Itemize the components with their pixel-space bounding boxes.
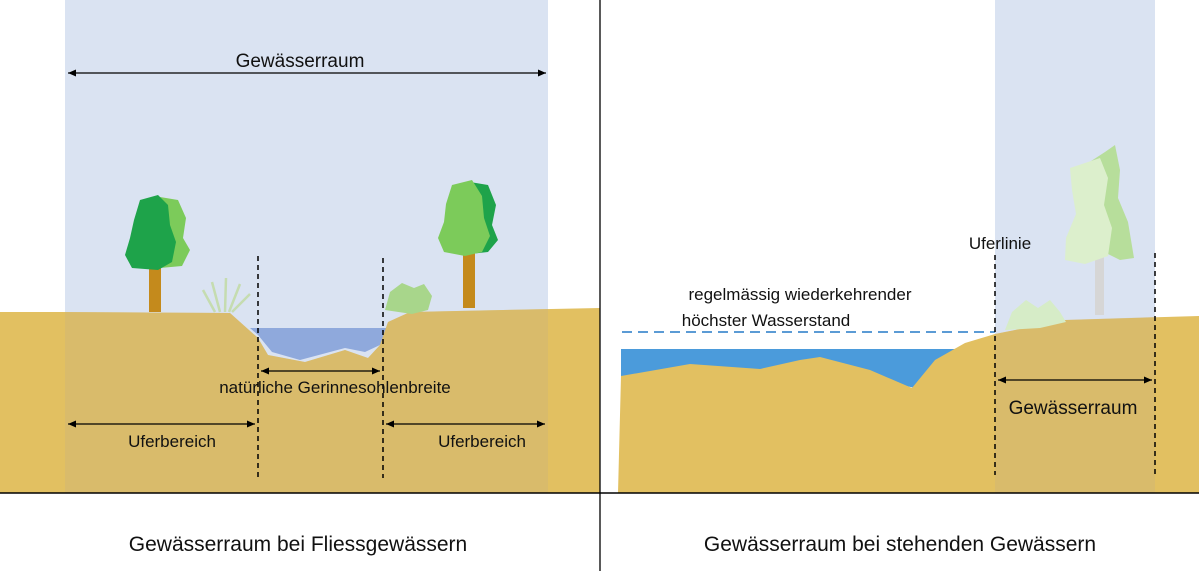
bank-right-label: Uferbereich [438, 432, 526, 451]
left-panel: Gewässerraum natürliche Gerinnesohlenbre… [0, 0, 600, 556]
bush [385, 283, 432, 314]
right-zone-ground-overlay [995, 317, 1155, 493]
faded-tree [1065, 145, 1134, 315]
water-level-label-line2: höchster Wasserstand [682, 311, 851, 330]
tree-left [125, 195, 190, 312]
left-caption: Gewässerraum bei Fliessgewässern [129, 533, 467, 556]
right-water-space-label: Gewässerraum [1009, 398, 1138, 419]
tree-right [438, 180, 498, 308]
bank-left-label: Uferbereich [128, 432, 216, 451]
tree-trunk [463, 250, 475, 308]
right-panel: regelmässig wiederkehrender höchster Was… [618, 0, 1199, 556]
tree-crown-pale [1065, 158, 1112, 264]
channel-width-label: natürliche Gerinnesohlenbreite [219, 378, 451, 397]
tree-crown-dark [125, 195, 176, 270]
left-zone-ground-overlay [65, 309, 548, 493]
shoreline-label: Uferlinie [969, 234, 1031, 253]
tree-crown-light [438, 180, 490, 256]
pale-bush [1005, 300, 1066, 330]
tree-trunk [1095, 255, 1104, 315]
right-ground [618, 316, 1199, 493]
tree-trunk [149, 262, 161, 312]
stream-water [250, 328, 390, 360]
grass-tuft [201, 277, 251, 313]
water-level-label-line1: regelmässig wiederkehrender [688, 285, 911, 304]
left-ground [0, 308, 600, 493]
right-caption: Gewässerraum bei stehenden Gewässern [704, 533, 1096, 556]
water-space-label: Gewässerraum [236, 51, 365, 72]
